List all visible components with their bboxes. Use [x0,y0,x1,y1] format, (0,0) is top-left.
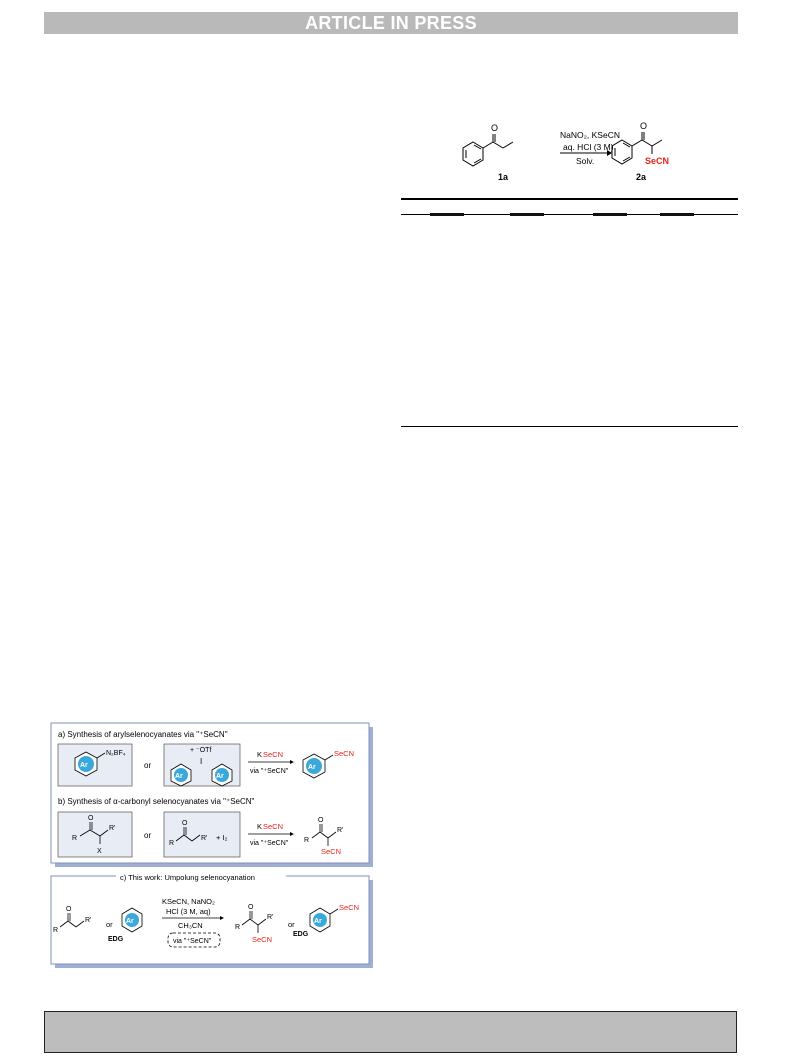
panel-c-via-box [167,932,221,948]
product-oxygen: O [640,121,647,131]
product-label: 2a [636,172,647,182]
panel-a-ar-right-label: Ar [216,773,224,780]
panel-c-product-ring-secn: SeCN [339,903,359,912]
panel-b-title: b) Synthesis of α-carbonyl selenocyanate… [58,797,255,806]
panel-c-or2: or [288,920,295,929]
panel-a-arrowhead [290,760,294,764]
selenocyanation-figure: a) Synthesis of arylselenocyanates via "… [50,722,373,968]
panel-a-product-secn: SeCN [334,749,354,758]
panel-c-ketone-rprime: R' [85,917,91,924]
panel-c-product-r: R [235,924,240,931]
table-header-rule [401,214,738,215]
panel-a-otf: + ⁻OTf [190,747,211,754]
panel-a-reagent-secn: SeCN [263,750,283,759]
bond [324,754,334,761]
panel-b-rprime1: R' [109,825,115,832]
panel-c-title: c) This work: Umpolung selenocyanation [120,873,255,882]
panel-c-product-o: O [248,904,254,911]
footer-box [44,1011,737,1053]
panel-b-product-secn: SeCN [321,847,341,856]
reaction-arrowhead [607,150,612,156]
panel-c-arrowhead [220,916,224,920]
panel-a-reagent-k: K [257,750,262,759]
panel-c-ketone-r: R [53,927,58,934]
product-secn-label: SeCN [645,156,669,166]
panel-b-structure2 [175,827,201,842]
panel-c-product-edg: EDG [293,931,309,938]
panel-c-cond3: CH₃CN [178,921,203,930]
panel-b-o2: O [182,820,188,827]
panel-b-via: via "⁺SeCN" [250,840,289,847]
panel-c-cond2: HCl (3 M, aq) [166,907,211,916]
article-in-press-banner: ARTICLE IN PRESS [44,12,738,34]
panel-b-or: or [144,831,151,840]
panel-a-title: a) Synthesis of arylselenocyanates via "… [58,730,228,739]
column-underline [660,213,694,216]
panel-b-product-o: O [318,817,324,824]
panel-b-r2: R [169,840,174,847]
panel-b-structure1 [79,822,109,844]
panel-a-or: or [144,761,151,770]
panel-a-via: via "⁺SeCN" [250,768,289,775]
panel-b-box1 [57,811,133,858]
panel-b-arrowhead [290,832,294,836]
panel-c-or1: or [106,920,113,929]
column-underline [430,213,464,216]
reaction-scheme: O 1a NaNO₂, KSeCN aq. HCl (3 M) Solv. O … [462,121,669,182]
column-underline [593,213,627,216]
panel-b-reagent-secn: SeCN [263,822,283,831]
panel-a-product-ar: Ar [308,764,316,771]
product-structure [611,132,663,165]
conditions-bottom: Solv. [576,156,594,166]
panel-c-arene-ar: Ar [126,918,134,925]
panel-a-ar-ring [74,751,98,777]
panel-c-arene-ring [121,907,143,933]
panel-c-product-rprime: R' [267,914,273,921]
panel-b-reagent-k: K [257,822,262,831]
reactant-label: 1a [498,172,509,182]
conditions-mid: aq. HCl (3 M) [563,142,614,152]
panel-a-ar-ring-right [211,763,233,787]
column-underline [510,213,544,216]
panel-b-i2: + I₂ [216,833,228,842]
panel-c-cond1: KSeCN, NaNO₂ [162,897,215,906]
panel-b-rprime2: R' [201,835,207,842]
panel-c-product-secn: SeCN [252,935,272,944]
panel-c-product-ar: Ar [314,918,322,925]
panel-c-ketone-o: O [66,906,72,913]
panel-b-o1: O [88,815,94,822]
bond [329,908,339,915]
panel-b-product-rprime: R' [337,827,343,834]
panel-b-product [311,824,337,846]
reactant-structure [462,134,514,167]
panel-a-ar-left-label: Ar [175,773,183,780]
panel-c-via: via "⁺SeCN" [173,938,212,945]
panel-c-title-bg [116,872,286,882]
panel-c-product-ring [309,907,331,933]
panel-b-r1: R [72,835,77,842]
panel-c-ketone [59,913,85,928]
table-top-rule [401,198,738,200]
panel-b-product-r: R [304,837,309,844]
panel-c-edg: EDG [108,936,124,943]
bond [96,752,106,759]
table-bottom-rule [401,426,738,427]
panel-a-iodine: I [200,757,202,766]
reactant-oxygen: O [491,123,498,133]
panel-a-diazonium: N₂BF₄ [106,750,126,757]
panel-b-x: X [97,848,102,855]
panel-b-box2 [163,811,241,858]
panel-a-ar-label: Ar [80,762,88,769]
conditions-top: NaNO₂, KSeCN [560,130,620,140]
panel-a-ar-ring-left [170,763,192,787]
panel-c-product1 [241,911,267,933]
